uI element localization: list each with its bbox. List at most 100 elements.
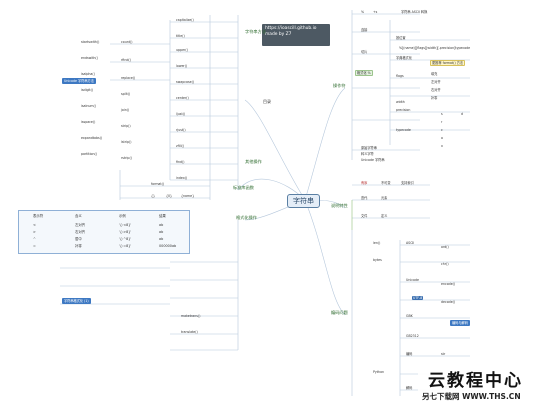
table-header-cell: 示例 [119, 214, 126, 218]
enc-3: Unicode [406, 278, 419, 282]
table-row: > 右对齐 '{:>8}' ab [19, 229, 189, 236]
method-19: startswith() [81, 40, 100, 44]
table-cell: '{:^8}' [119, 237, 132, 241]
right-node-0: % [361, 10, 365, 14]
feature-3: 迭代 [361, 196, 368, 200]
method-3: lower() [176, 64, 188, 68]
right-node-24: 原始字符串 [361, 146, 377, 150]
table-cell: 居中 [75, 237, 82, 241]
watermark: 云教程中心 另七下载网 WWW.THS.CN [418, 364, 550, 404]
right-node-25: 转义字符 [361, 152, 374, 156]
table-cell: 右对齐 [75, 230, 86, 234]
format-2: {0} [166, 194, 173, 198]
method-25: expandtabs() [81, 136, 103, 140]
method-9: find() [176, 160, 185, 164]
feature-5: 文件 [361, 214, 368, 218]
enc-6: GB2312 [406, 334, 419, 338]
enc-2: ASCII [406, 241, 415, 245]
table-cell: ab [159, 237, 164, 241]
table-row: ^ 居中 '{:^8}' ab [19, 236, 189, 243]
right-node-7: %[(name)][flags][width][.precision]typec… [399, 46, 471, 50]
format-3: {name} [181, 194, 195, 198]
format-5: translate() [181, 330, 198, 334]
method-17: lstrip() [121, 140, 132, 144]
method-11: count() [121, 40, 133, 44]
right-node-3: 连接 [361, 28, 368, 32]
enc-13: 解码 [406, 386, 413, 390]
right-node-10: flags [396, 74, 404, 78]
right-node-8: 字典格式化 [396, 56, 412, 60]
branch-other-ops[interactable]: 其他操作 [245, 159, 262, 164]
right-node-17: typecode [396, 128, 411, 132]
right-node-2: 字符串 ASCII 转换 [401, 10, 428, 14]
method-7: rjust() [176, 128, 186, 132]
method-12: rfind() [121, 58, 131, 62]
right-node-11: 填充 [431, 72, 438, 76]
method-24: isspace() [81, 120, 96, 124]
enc-4: UTF-8 [412, 296, 424, 300]
table-cell: ab [159, 230, 164, 234]
right-node-23: d [461, 112, 464, 116]
method-0: capitalize() [176, 18, 194, 22]
format-0: format() [151, 182, 165, 186]
format-spec-table: 表示符 含义 示例 结果 < 左对齐 '{:<8}' ab > 右对齐 '{:>… [18, 210, 190, 254]
table-cell: = [33, 244, 36, 248]
feature-1: 不可变 [381, 181, 391, 185]
watermark-title: 云教程中心 [428, 371, 523, 391]
right-node-22: x [441, 144, 443, 148]
right-node-18: s [441, 112, 443, 116]
right-node-12: 左对齐 [431, 80, 441, 84]
table-cell: ab [159, 223, 164, 227]
watermark-url: 另七下载网 WWW.THS.CN [422, 392, 521, 401]
enc-9: encode() [441, 282, 456, 286]
code-line-2: made by Z7 [265, 32, 292, 37]
method-5: center() [176, 96, 189, 100]
enc-10: decode() [441, 300, 456, 304]
method-8: zfill() [176, 144, 184, 148]
right-node-19: r [441, 120, 443, 124]
enc-12: 编码 [406, 352, 413, 356]
method-14: split() [121, 92, 131, 96]
branch-encoding[interactable]: 编码问题 [331, 310, 348, 315]
method-23: isalnum() [81, 104, 97, 108]
sticky-note-2: 字符串格式化 (1) [62, 298, 91, 304]
table-row: < 左对齐 '{:<8}' ab [19, 222, 189, 229]
method-1: title() [176, 34, 185, 38]
toc-label: 目录 [263, 99, 271, 104]
method-13: replace() [121, 76, 136, 80]
method-10: index() [176, 176, 188, 180]
right-node-1: +s [373, 10, 378, 14]
right-node-13: 右对齐 [431, 88, 441, 92]
branch-string-methods[interactable]: 字符串方法 [245, 29, 266, 34]
branch-operators[interactable]: 操作符 [333, 83, 346, 88]
method-15: join() [121, 108, 130, 112]
feature-0: 有序 [361, 181, 368, 185]
enc-7: ord() [441, 245, 449, 249]
table-row: = 补零 '{:=8}' 000000ab [19, 243, 189, 250]
table-cell: ^ [33, 237, 36, 241]
branch-formatting[interactable]: 格式化操作 [236, 215, 257, 220]
root-node[interactable]: 字符串 [287, 194, 320, 208]
right-node-20: c [441, 128, 443, 132]
branch-features[interactable]: 说明特性 [331, 203, 348, 208]
feature-2: 支持索引 [401, 181, 414, 185]
enc-0: len() [373, 241, 381, 245]
method-2: upper() [176, 48, 188, 52]
right-node-14: 补零 [431, 96, 438, 100]
right-node-6: 按位置 [396, 36, 406, 40]
branch-stdlib[interactable]: 标准库函数 [233, 185, 254, 190]
method-6: ljust() [176, 112, 186, 116]
code-line-1: https://ioascill.github.io [265, 26, 317, 31]
right-node-4: 切片 [361, 50, 368, 54]
enc-8: chr() [441, 262, 449, 266]
enc-1: bytes [373, 258, 382, 262]
right-node-26: Unicode 字符串 [361, 158, 385, 162]
method-21: isalpha() [81, 72, 95, 76]
enc-11: Python [373, 370, 385, 374]
right-node-16: precision [396, 108, 411, 112]
table-cell: 000000ab [159, 244, 177, 248]
method-16: strip() [121, 124, 131, 128]
right-node-5: 格式化 % [355, 70, 373, 76]
